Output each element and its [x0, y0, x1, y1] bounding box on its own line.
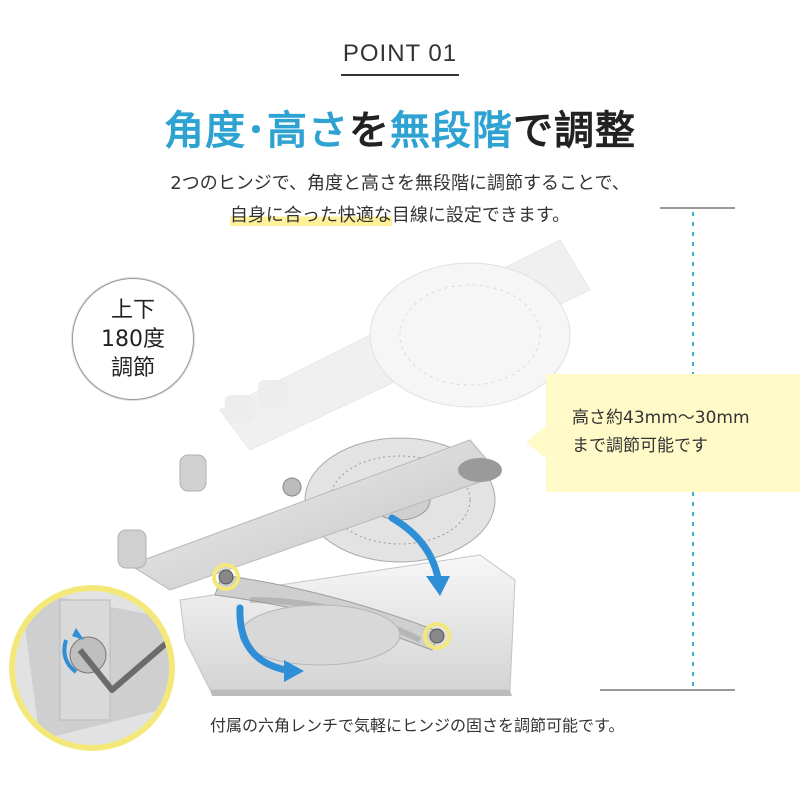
hinge-screw-upper: [212, 563, 240, 591]
adjust-range-badge: 上下 180度 調節: [72, 278, 194, 400]
tray-stopper-left: [117, 529, 147, 569]
subtitle-highlight: 自身に合った快適な: [229, 205, 392, 226]
adjustable-arm: [214, 574, 441, 666]
callout-line-1: 高さ約43mm～30mm: [572, 408, 750, 428]
page-title: 角度･高さを無段階で調整: [0, 98, 800, 156]
ghost-stand: [219, 239, 591, 451]
caption: 付属の六角レンチで気軽にヒンジの固さを調節可能です。: [210, 716, 625, 735]
base-plate-edge: [210, 690, 512, 696]
rubber-pad: [458, 458, 502, 482]
tray-stopper-right: [179, 454, 207, 492]
badge-line-3: 調節: [110, 355, 155, 381]
subtitle: 2つのヒンジで、角度と高さを無段階に調節することで、 自身に合った快適な目線に設…: [0, 168, 800, 232]
title-part-angle-height: 角度･高さ: [164, 108, 349, 154]
badge-line-2: 180度: [101, 326, 165, 352]
badge-line-1: 上下: [110, 297, 155, 323]
height-guide: [600, 207, 735, 691]
point-label-text: POINT 01: [340, 40, 460, 76]
rotation-arrow-right: [388, 514, 450, 596]
tray-hinge-screw: [282, 477, 302, 497]
subtitle-line-1: 2つのヒンジで、角度と高さを無段階に調節することで、: [170, 173, 630, 194]
height-callout: 高さ約43mm～30mm まで調節可能です: [546, 374, 800, 492]
title-part-stepless: 無段階: [390, 108, 513, 154]
wrench-zoom-inset: [9, 585, 175, 751]
callout-line-2: まで調節可能です: [572, 436, 708, 456]
callout-tail: [526, 424, 548, 460]
hinge-screw-lower: [423, 622, 451, 650]
rotation-arrow-left: [236, 604, 304, 682]
laptop-tray: [128, 439, 501, 591]
title-part-wo: を: [349, 108, 390, 154]
point-label: POINT 01: [0, 40, 800, 76]
title-part-adjust: で調整: [513, 108, 636, 154]
subtitle-line-2: 自身に合った快適な目線に設定できます。: [0, 200, 800, 232]
subtitle-line-2-rest: 目線に設定できます。: [391, 205, 571, 226]
